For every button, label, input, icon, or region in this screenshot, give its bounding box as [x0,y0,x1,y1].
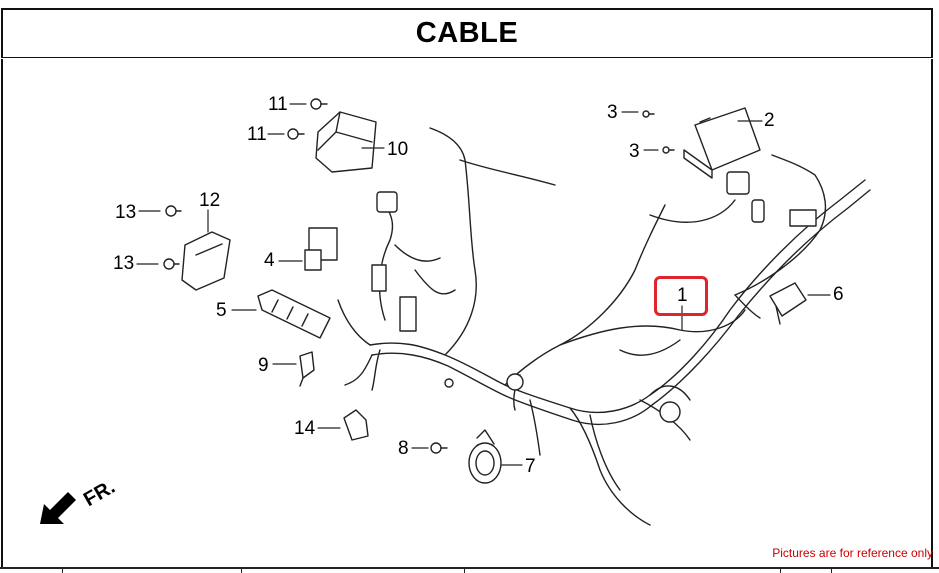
harness-connector [399,296,417,332]
callout-11: 11 [247,124,267,145]
callout-3: 3 [629,141,640,162]
callout-14: 14 [294,418,316,439]
bolt-part [430,442,448,454]
relay-block-part [315,111,377,173]
table-tick [241,567,242,573]
callout-11: 11 [268,94,288,115]
highlight-box [654,276,708,316]
harness-clamp [506,373,524,391]
callout-1: 1 [677,285,688,306]
leader-lines [136,103,831,466]
harness-connector [376,191,398,213]
harness-connector [789,209,817,227]
screw-part [642,110,655,118]
harness-grommet [659,401,681,423]
bottom-border [0,567,939,569]
callout-13: 13 [115,202,137,223]
harness-connector [726,171,750,195]
callout-6: 6 [833,284,844,305]
main-harness [337,127,871,526]
title-bar: CABLE [1,8,933,58]
table-tick [780,567,781,573]
harness-connector [371,264,387,292]
socket-part [343,409,369,441]
callout-12: 12 [199,190,221,211]
connector-part [769,282,807,325]
diagram-area [1,59,933,567]
table-tick [62,567,63,573]
horn-part [468,429,502,484]
harness-connector [751,199,765,223]
callout-10: 10 [387,139,409,160]
relay-part [304,227,338,271]
reference-note: Pictures are for reference only [772,546,933,560]
bolt-part [310,98,328,110]
callout-9: 9 [258,355,269,376]
temperature-sensor-part [299,351,315,387]
table-tick [464,567,465,573]
callout-2: 2 [764,110,775,131]
callout-7: 7 [525,456,536,477]
callout-3: 3 [607,102,618,123]
callout-13: 13 [113,253,135,274]
fuse-box-part [257,289,331,339]
table-tick [831,567,832,573]
sensor-part [181,231,231,291]
callout-4: 4 [264,250,275,271]
bolt-part [165,205,182,217]
callout-5: 5 [216,300,227,321]
screw-part [662,146,675,154]
page-title: CABLE [415,17,519,49]
ecu-module-part [683,107,761,179]
bolt-part [287,128,305,140]
bolt-part [163,258,180,270]
callout-8: 8 [398,438,409,459]
bolt-part [444,378,454,388]
arrow-down-left-icon [40,492,76,524]
